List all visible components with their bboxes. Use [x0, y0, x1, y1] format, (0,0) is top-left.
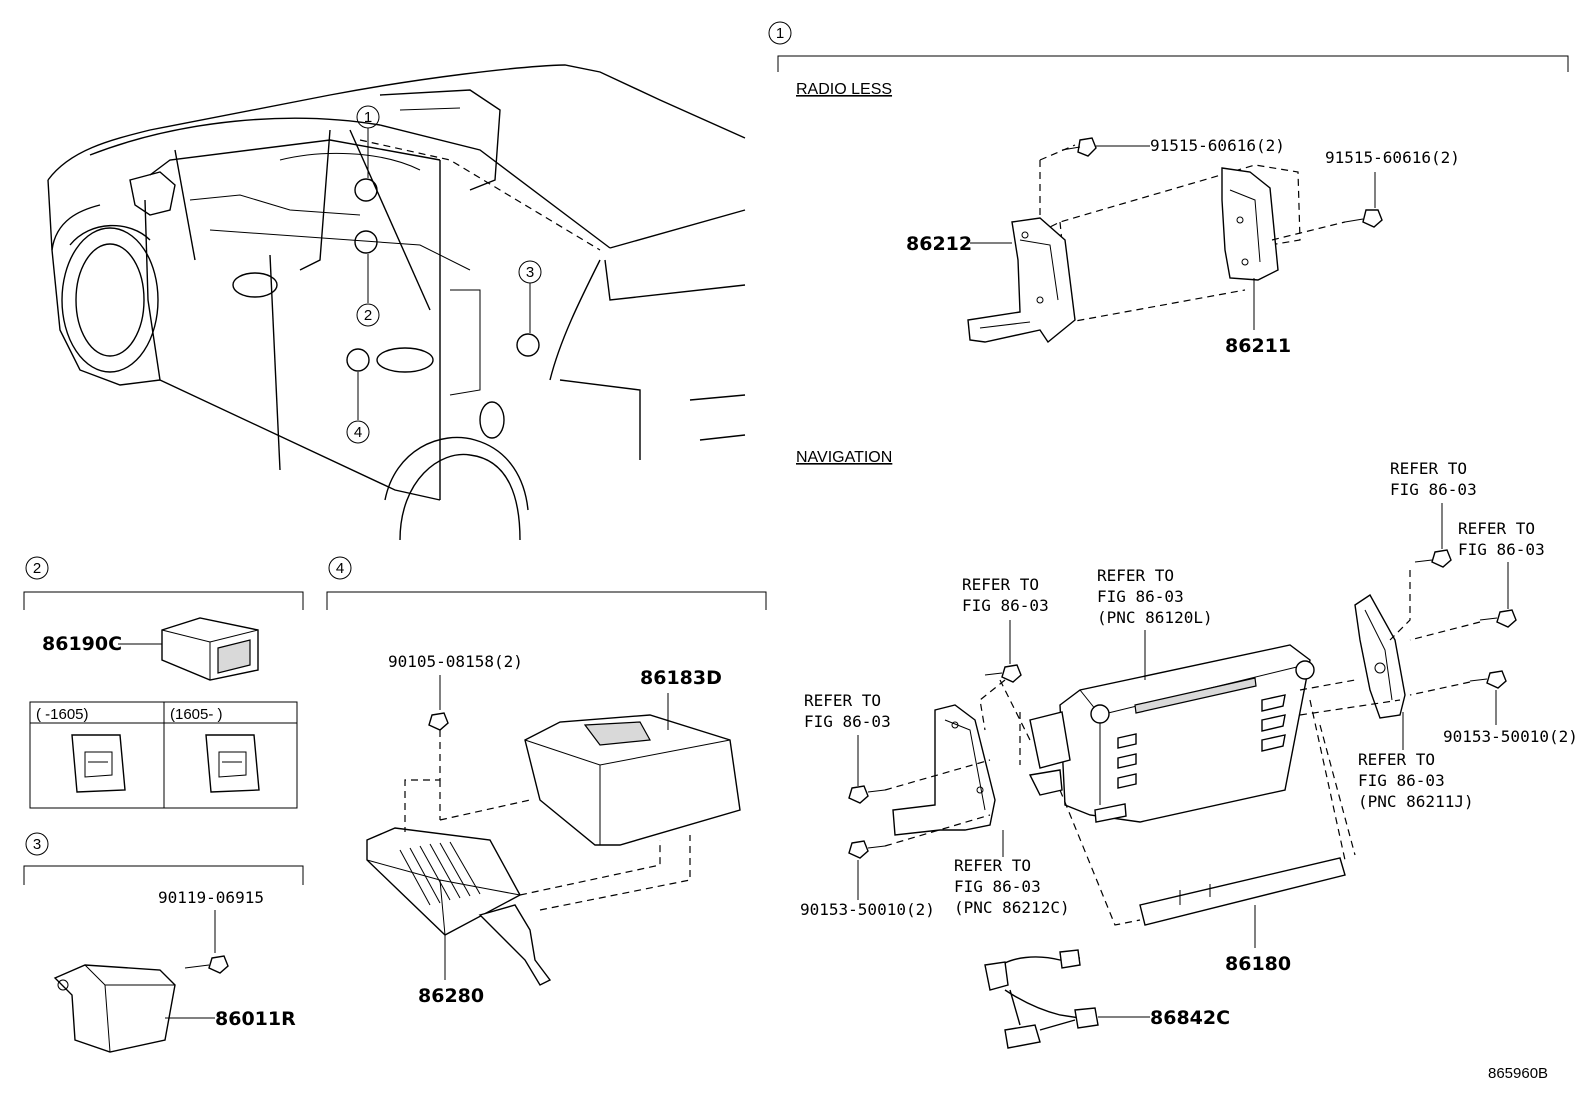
svg-text:4: 4: [354, 424, 362, 441]
bolt-label-nav-left[interactable]: 90153-50010(2): [800, 900, 935, 919]
section-3-header: 3: [23, 832, 304, 885]
svg-text:(PNC 86212C): (PNC 86212C): [954, 898, 1070, 917]
section-2-header: 2: [23, 556, 304, 610]
car-callout-1[interactable]: 1: [356, 105, 380, 129]
svg-text:REFER TO: REFER TO: [962, 575, 1039, 594]
usb-variant-col1-header: ( -1605): [36, 706, 89, 723]
car-callout-3[interactable]: 3: [518, 260, 542, 284]
refer-callout-7[interactable]: REFER TO FIG 86-03 (PNC 86211J): [1358, 750, 1474, 811]
svg-text:FIG 86-03: FIG 86-03: [1390, 480, 1477, 499]
refer-callout-6[interactable]: REFER TO FIG 86-03 (PNC 86212C): [954, 856, 1070, 917]
svg-text:FIG 86-03: FIG 86-03: [962, 596, 1049, 615]
svg-text:FIG 86-03: FIG 86-03: [1097, 587, 1184, 606]
svg-text:3: 3: [526, 264, 534, 281]
refer-callout-5[interactable]: REFER TO FIG 86-03: [1458, 519, 1545, 559]
svg-text:REFER TO: REFER TO: [954, 856, 1031, 875]
bolt-label-nav-right[interactable]: 90153-50010(2): [1443, 727, 1578, 746]
bolt-label-radio-right[interactable]: 91515-60616(2): [1325, 148, 1460, 167]
svg-text:FIG 86-03: FIG 86-03: [1358, 771, 1445, 790]
refer-callout-4[interactable]: REFER TO FIG 86-03: [1390, 459, 1477, 499]
svg-text:FIG 86-03: FIG 86-03: [1458, 540, 1545, 559]
car-callout-2[interactable]: 2: [356, 303, 380, 327]
part-86211-label[interactable]: 86211: [1225, 335, 1291, 357]
module-86011R-drawing: [53, 955, 229, 1053]
navigation-heading: NAVIGATION: [796, 449, 892, 466]
usb-port-drawing: [161, 617, 259, 681]
svg-text:(PNC 86120L): (PNC 86120L): [1097, 608, 1213, 627]
svg-text:3: 3: [33, 836, 41, 853]
usb-variant-table: [29, 701, 298, 809]
svg-text:FIG 86-03: FIG 86-03: [954, 877, 1041, 896]
refer-callout-1[interactable]: REFER TO FIG 86-03: [962, 575, 1049, 615]
part-86190C-label[interactable]: 86190C: [42, 633, 122, 655]
car-callout-4[interactable]: 4: [346, 420, 370, 444]
radio-less-heading: RADIO LESS: [796, 81, 892, 98]
svg-text:1: 1: [364, 109, 372, 126]
svg-text:(PNC 86211J): (PNC 86211J): [1358, 792, 1474, 811]
svg-text:REFER TO: REFER TO: [1358, 750, 1435, 769]
svg-text:FIG 86-03: FIG 86-03: [804, 712, 891, 731]
part-86212-label[interactable]: 86212: [906, 233, 972, 255]
bolt-label-90119[interactable]: 90119-06915: [158, 888, 264, 907]
radio-less-brackets-drawing: [967, 137, 1383, 344]
part-86842C-label[interactable]: 86842C: [1150, 1007, 1230, 1029]
svg-text:REFER TO: REFER TO: [1458, 519, 1535, 538]
car-overview-drawing: [47, 64, 746, 541]
usb-variant-col2-header: (1605- ): [170, 706, 223, 723]
svg-text:REFER TO: REFER TO: [1390, 459, 1467, 478]
svg-text:2: 2: [364, 307, 372, 324]
navigation-unit-drawing: [848, 549, 1517, 1049]
refer-callout-3[interactable]: REFER TO FIG 86-03 (PNC 86120L): [1097, 566, 1213, 627]
part-86280-label[interactable]: 86280: [418, 985, 484, 1007]
part-86183D-label[interactable]: 86183D: [640, 667, 722, 689]
svg-text:2: 2: [33, 560, 41, 577]
bolt-label-90105[interactable]: 90105-08158(2): [388, 652, 523, 671]
svg-text:1: 1: [776, 25, 784, 42]
bolt-label-radio-left[interactable]: 91515-60616(2): [1150, 136, 1285, 155]
section-1-header: 1: [768, 21, 1569, 72]
svg-text:REFER TO: REFER TO: [1097, 566, 1174, 585]
svg-text:4: 4: [336, 560, 344, 577]
refer-callout-2[interactable]: REFER TO FIG 86-03: [804, 691, 891, 731]
section-4-header: 4: [326, 556, 767, 610]
amplifier-drawing: [366, 712, 741, 986]
part-86180-label[interactable]: 86180: [1225, 953, 1291, 975]
figure-id: 865960B: [1488, 1065, 1548, 1082]
svg-text:REFER TO: REFER TO: [804, 691, 881, 710]
part-86011R-label[interactable]: 86011R: [215, 1008, 296, 1030]
